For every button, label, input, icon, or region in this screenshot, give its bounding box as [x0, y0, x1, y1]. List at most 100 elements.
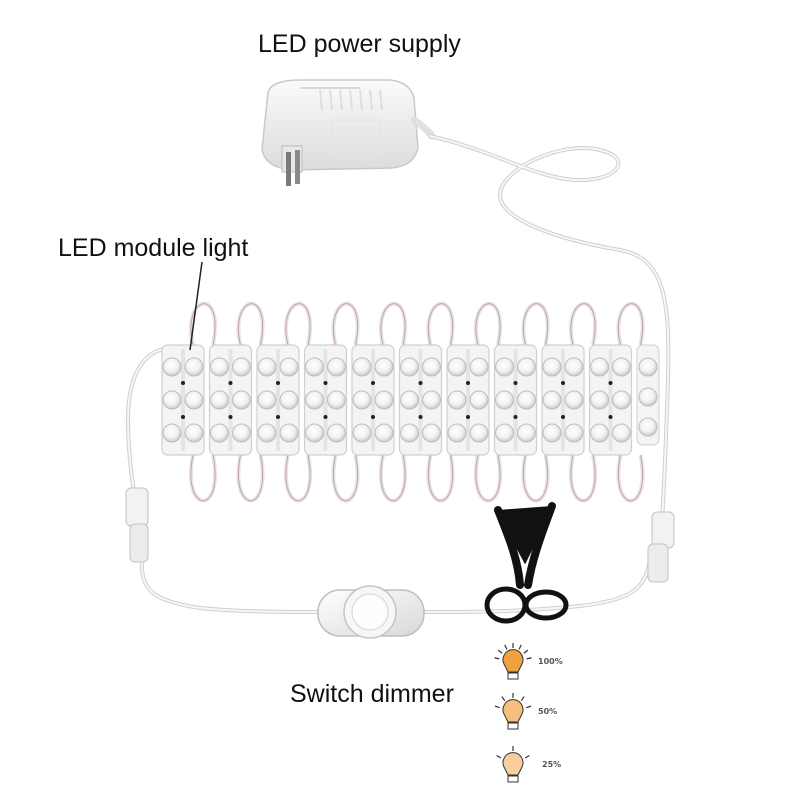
module-divider — [181, 349, 185, 451]
wire-loop-top-inner — [570, 303, 596, 346]
light-bulb-icon — [496, 746, 530, 783]
wire-loop-bottom-inner — [190, 454, 216, 502]
wire-loop-top-inner — [475, 303, 501, 346]
screw-hole — [418, 415, 423, 419]
bulb-glass — [502, 752, 524, 776]
led-lens — [232, 423, 251, 443]
bulb-ray — [497, 649, 503, 654]
led-lens — [447, 423, 467, 443]
wire-loop-bottom-inner — [618, 454, 643, 502]
light-bulb-icon — [494, 693, 532, 730]
wire-loop-top — [616, 301, 645, 346]
led-lens — [279, 357, 299, 377]
led-module — [398, 344, 443, 456]
led-lens — [422, 357, 441, 377]
led-module — [256, 344, 300, 456]
screw-hole — [418, 381, 423, 385]
led-lens — [469, 423, 489, 443]
led-lens — [542, 423, 562, 443]
led-lens — [612, 390, 631, 410]
led-lens — [469, 357, 489, 377]
led-lens — [638, 417, 658, 437]
led-lens — [232, 390, 251, 410]
bulb-ray — [501, 696, 506, 702]
led-lens — [495, 390, 514, 410]
led-lens — [590, 357, 609, 377]
dimmer-switch-icon — [317, 585, 425, 639]
led-lens — [305, 390, 324, 410]
led-lens — [542, 357, 562, 377]
led-lens — [612, 423, 631, 443]
wire-loop-top — [521, 301, 550, 346]
led-lens — [184, 357, 204, 377]
bulb-ray — [494, 705, 500, 709]
led-lens — [422, 423, 441, 443]
wire-loop-top-inner — [285, 303, 311, 346]
led-lens — [257, 423, 277, 443]
led-lens — [184, 423, 204, 443]
led-lens — [232, 357, 251, 377]
screw-hole — [513, 381, 518, 385]
led-lens — [162, 390, 182, 410]
wire-loop-bottom-inner — [570, 454, 596, 502]
bulb-glass — [502, 649, 524, 673]
led-lens — [400, 357, 419, 377]
led-module — [303, 344, 348, 456]
bulb-ray — [520, 696, 525, 702]
led-lens — [162, 357, 182, 377]
screw-hole — [228, 415, 233, 419]
led-lens — [564, 390, 584, 410]
screw-hole — [513, 415, 518, 419]
screw-hole — [561, 381, 565, 385]
led-lens — [638, 357, 658, 377]
led-module — [351, 344, 395, 456]
scissors-icon — [484, 502, 569, 624]
led-lens — [590, 390, 609, 410]
screw-hole — [608, 415, 613, 419]
screw-hole — [228, 381, 233, 385]
bulb-ray — [494, 657, 500, 660]
led-lens — [564, 357, 584, 377]
bulb-ray — [526, 657, 532, 660]
wire-loop-top — [474, 301, 502, 346]
wire-loop-top-inner — [380, 303, 406, 346]
module-pointer-line — [189, 261, 203, 351]
wire-loop-bottom-inner — [428, 454, 453, 502]
wire-loop-top-inner — [428, 303, 453, 346]
led-lens — [638, 387, 658, 407]
led-lens — [612, 357, 631, 377]
led-lens — [305, 423, 324, 443]
bulb-ray — [504, 644, 508, 650]
wire-loop-bottom-inner — [333, 454, 358, 502]
led-lens — [374, 390, 394, 410]
module-light-label: LED module light — [58, 234, 249, 262]
screw-hole — [561, 415, 565, 419]
wire-loop-top-inner — [523, 303, 548, 346]
bulb-ray — [524, 754, 530, 759]
led-lens — [374, 357, 394, 377]
bulb-ray — [518, 644, 522, 650]
screw-hole — [466, 381, 470, 385]
brightness-25-label: 25% — [542, 760, 562, 769]
led-module — [208, 344, 253, 456]
led-lens — [257, 390, 277, 410]
wire-loop-bottom-inner — [475, 454, 501, 502]
led-lens — [327, 423, 346, 443]
led-lens — [517, 357, 536, 377]
wire-loop-top-inner — [333, 303, 358, 346]
screw-hole — [181, 381, 185, 385]
led-lens — [257, 357, 277, 377]
power-supply-label: LED power supply — [258, 30, 461, 58]
led-lens — [469, 390, 489, 410]
led-module-end — [636, 344, 660, 446]
led-lens — [184, 390, 204, 410]
screw-hole — [276, 415, 280, 419]
wire-loop-top — [236, 301, 265, 346]
led-lens — [352, 390, 372, 410]
switch-dimmer-label: Switch dimmer — [290, 680, 454, 708]
led-lens — [279, 390, 299, 410]
bulb-base — [507, 722, 519, 730]
module-divider — [228, 349, 233, 451]
screw-hole — [323, 415, 328, 419]
